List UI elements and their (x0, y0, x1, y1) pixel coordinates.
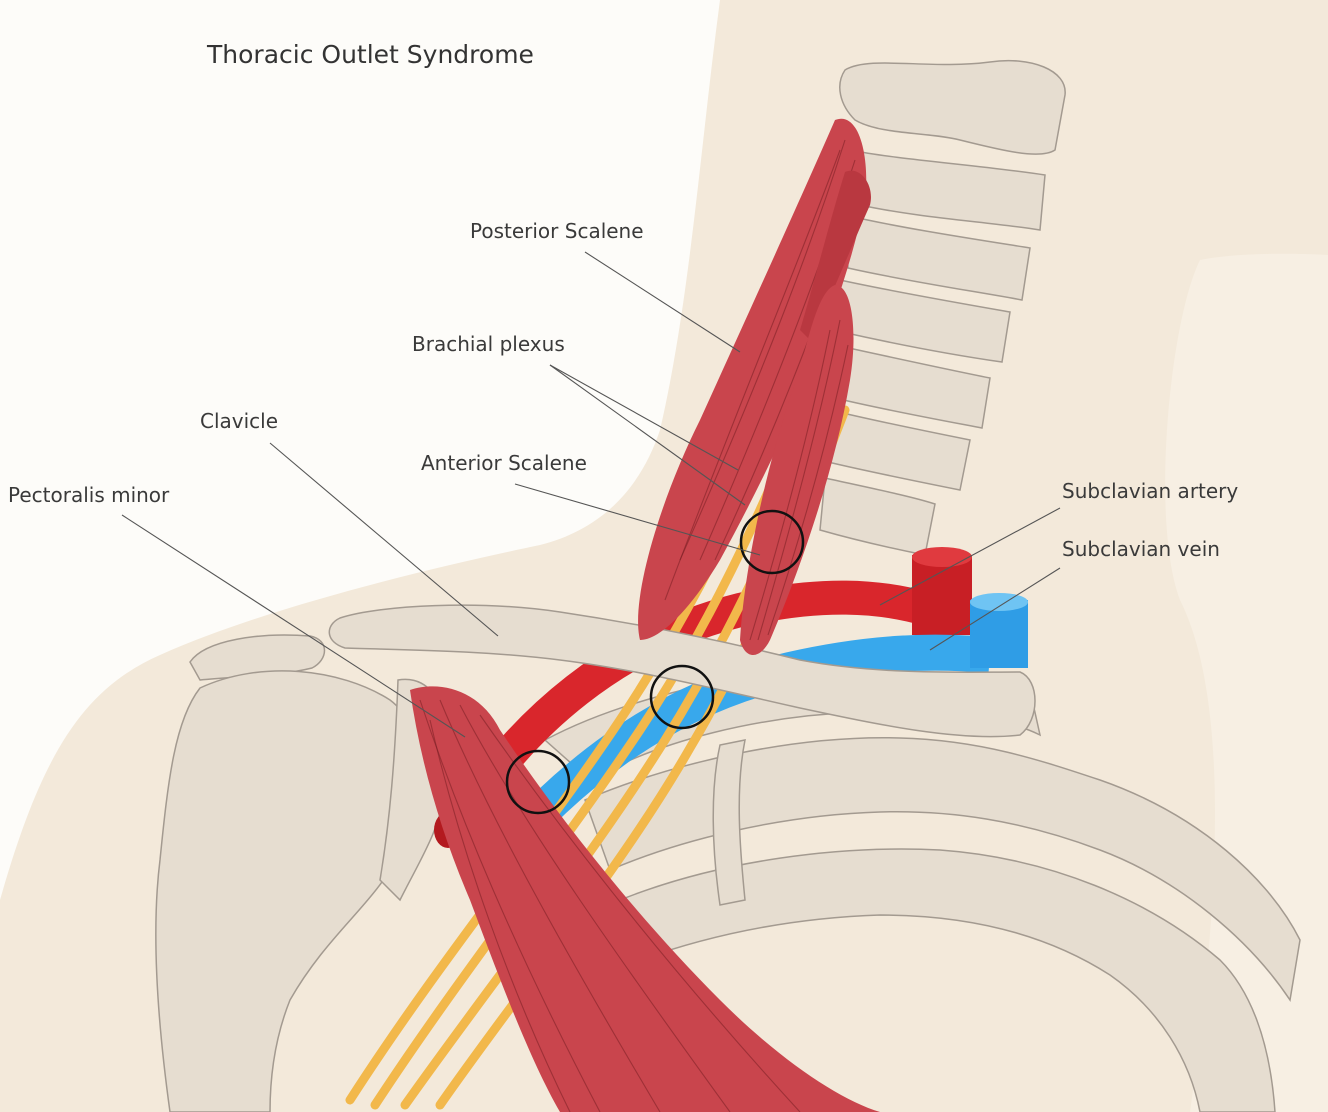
label-pectoralis-minor: Pectoralis minor (8, 483, 170, 507)
anterior-scalene-muscle (740, 285, 854, 655)
page-title: Thoracic Outlet Syndrome (207, 40, 534, 69)
posterior-scalene-muscle (638, 118, 871, 640)
label-brachial-plexus: Brachial plexus (412, 332, 565, 356)
compression-circle-pectoral (505, 749, 571, 815)
right-shoulder-shade (1165, 253, 1328, 1112)
label-anterior-scalene: Anterior Scalene (421, 451, 587, 475)
compression-circle-costoclavicular (649, 664, 715, 730)
second-rib (584, 737, 1301, 1002)
label-subclavian-artery: Subclavian artery (1062, 479, 1239, 503)
pectoralis-minor-muscle (410, 686, 880, 1112)
label-subclavian-vein: Subclavian vein (1062, 537, 1220, 561)
compression-markers (505, 509, 805, 815)
label-posterior-scalene: Posterior Scalene (470, 219, 644, 243)
humeral-head (155, 670, 419, 1112)
compression-circle-scalene (739, 509, 805, 575)
leader-lines (121, 251, 1061, 738)
cervical-spine (819, 59, 1066, 556)
sternum-edge (712, 739, 746, 906)
label-clavicle: Clavicle (200, 409, 279, 433)
clavicle-bone (328, 604, 1036, 738)
